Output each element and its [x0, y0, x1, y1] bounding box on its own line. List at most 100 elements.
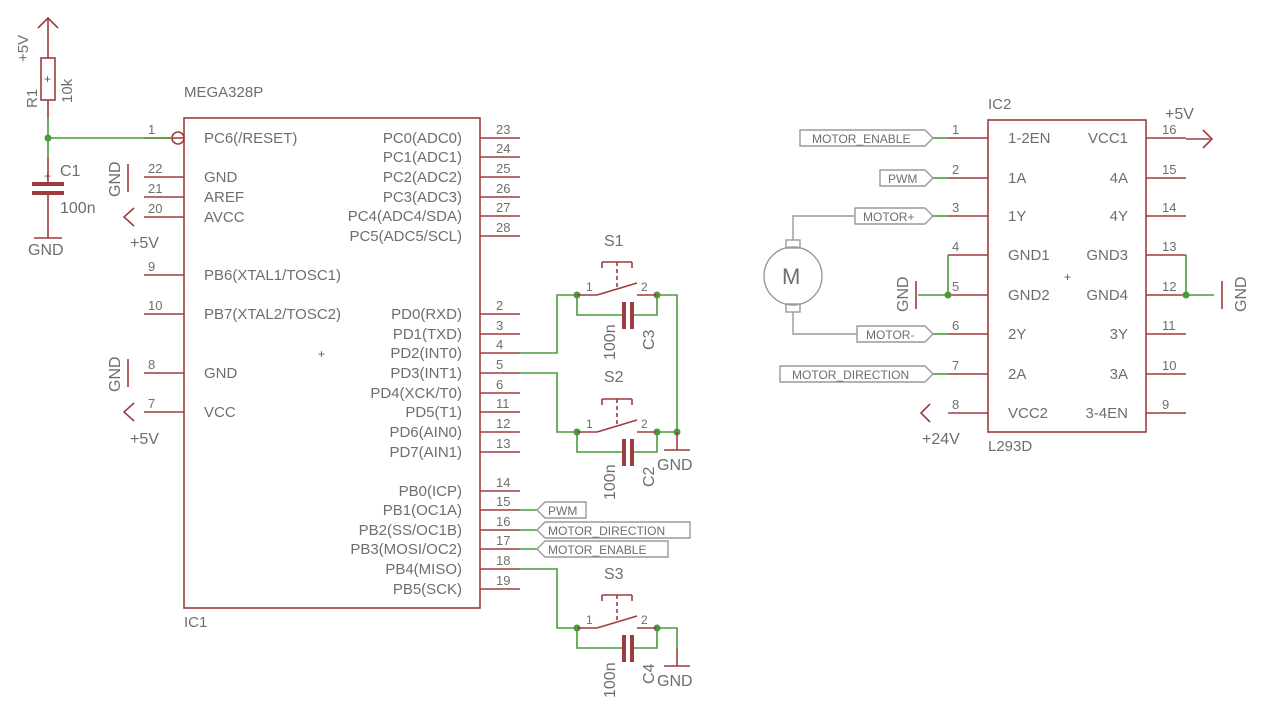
ic1-left-pin-name: PC6(/RESET)	[204, 130, 297, 147]
ic2-left-pin-number: 6	[952, 318, 959, 333]
ic1-right-pin-name: PB3(MOSI/OC2)	[350, 541, 462, 558]
ic1-right-pin-number: 4	[496, 337, 503, 352]
dir-label-ic2	[779, 365, 934, 383]
c2-wire-left	[576, 432, 622, 453]
gnd-label-pin22: GND	[107, 161, 124, 197]
ic1-right-pin-number: 27	[496, 200, 510, 215]
ic1-left-pin-name: AREF	[204, 189, 244, 206]
c4-plate-right	[630, 635, 634, 662]
ic1-right-pins: 23PC0(ADC0)24PC1(ADC1)25PC2(ADC2)26PC3(A…	[348, 122, 520, 598]
ic2-left-pin-name: 1A	[1008, 170, 1026, 187]
s3-wire-miso	[520, 568, 577, 629]
c2-wire-right	[632, 432, 658, 453]
gnd-left-junction	[944, 291, 952, 299]
c3-wire-left	[576, 295, 622, 316]
c1-plate-bottom	[32, 191, 64, 195]
plus24v-arrow	[919, 403, 931, 423]
s1-wire-int0	[520, 294, 577, 354]
motor-label: M	[782, 264, 800, 289]
ic2-left-pin-number: 8	[952, 397, 959, 412]
ic1-right-pin-name: PB1(OC1A)	[383, 502, 462, 519]
pwm-label-ic1-text: PWM	[548, 504, 577, 518]
ic1-left-pin-number: 1	[148, 122, 155, 137]
ic1-right-pin-name: PD3(INT1)	[390, 365, 462, 382]
ic1-left-pin-number: 20	[148, 201, 162, 216]
r1-name: R1	[24, 89, 41, 108]
s1-pin2: 2	[641, 280, 648, 294]
ic1-left-pin-name: AVCC	[204, 209, 245, 226]
ic2-right-pin-number: 13	[1162, 239, 1176, 254]
ic1-left-pin-name: VCC	[204, 404, 236, 421]
ic1-right-pin-name: PC5(ADC5/SCL)	[349, 228, 462, 245]
ic2-origin-marker: +	[1064, 270, 1071, 284]
ic2-right-pin-number: 11	[1162, 318, 1176, 333]
s3-name: S3	[604, 566, 624, 583]
s1-wire-gnd	[657, 294, 678, 432]
ic1-right-pin-name: PC4(ADC4/SDA)	[348, 208, 462, 225]
motor-group: M	[763, 215, 857, 335]
ic2-left-pin-name: 1-2EN	[1008, 130, 1051, 147]
ic2-left-pin-name: VCC2	[1008, 405, 1048, 422]
gnd-right-label: GND	[1233, 276, 1250, 312]
en-label-ic2	[799, 129, 934, 147]
avcc-supply-label: +5V	[130, 235, 159, 252]
ic1-right-pin-number: 23	[496, 122, 510, 137]
reset-network: +5V + R1 10k + C1 100n GND	[15, 16, 172, 259]
motor-body	[763, 246, 823, 306]
ic1-right-pin-number: 12	[496, 416, 510, 431]
ic1-left-pin-name: PB7(XTAL2/TOSC2)	[204, 306, 341, 323]
ic1-value: MEGA328P	[184, 84, 263, 101]
plus5v-arrow-vcc	[122, 402, 135, 422]
c4-wire-left	[576, 628, 622, 649]
ic2-value: L293D	[988, 438, 1032, 455]
ic1-right-pin-name: PB2(SS/OC1B)	[359, 522, 462, 539]
r1-supply-label: +5V	[15, 35, 32, 62]
gnd-left-label: GND	[895, 276, 912, 312]
ic2-l293d: IC2 L293D + 11-2EN21A31Y4GND15GND262Y72A…	[948, 96, 1210, 455]
c3-wire-right	[632, 295, 658, 316]
r1-origin-marker: +	[44, 72, 51, 86]
ic2-left-pin-name: 2A	[1008, 366, 1026, 383]
ic1-power: GND +5V GND +5V	[107, 161, 159, 448]
en-label-ic1	[536, 540, 669, 558]
c1-origin-marker: +	[44, 169, 51, 183]
c3-plate-left	[622, 302, 626, 329]
ic2-left-pin-name: 2Y	[1008, 326, 1026, 343]
switch-s2-group: S2 1 2 100n C2 GND	[520, 369, 693, 500]
ic1-right-pin-number: 14	[496, 475, 510, 490]
pwm-label-ic2-text: PWM	[888, 172, 917, 186]
ic1-right-pin-name: PD1(TXD)	[393, 326, 462, 343]
ic1-right-pin-name: PB5(SCK)	[393, 581, 462, 598]
ic1-net-labels: PWM MOTOR_DIRECTION MOTOR_ENABLE	[520, 501, 691, 558]
plus5v-arrow-ic2	[1202, 129, 1214, 149]
c2-plate-left	[622, 439, 626, 466]
ic2-left-pin-name: GND2	[1008, 287, 1050, 304]
plus5v-arrow-avcc	[122, 207, 135, 227]
ic1-right-pin-number: 13	[496, 436, 510, 451]
s3-pin1: 1	[586, 613, 593, 627]
switch-s1-group: S1 1 2 100n C3	[520, 233, 678, 432]
en-label-ic2-text: MOTOR_ENABLE	[812, 132, 910, 146]
ic1-right-pin-name: PD5(T1)	[405, 404, 462, 421]
ic2-left-pin-number: 2	[952, 162, 959, 177]
ic1-origin-marker: +	[318, 347, 325, 361]
ic2-right-pin-name: 3A	[1110, 366, 1128, 383]
ic2-right-pin-number: 10	[1162, 358, 1176, 373]
s1-pin1: 1	[586, 280, 593, 294]
c2-value: 100n	[602, 464, 619, 500]
ic2-right-pin-number: 9	[1162, 397, 1169, 412]
ic2-right-pin-number: 16	[1162, 122, 1176, 137]
c4-name: C4	[641, 663, 658, 684]
c3-name: C3	[641, 329, 658, 350]
ic2-power: GND GND +5V +24V	[895, 106, 1250, 448]
s2-pin1: 1	[586, 417, 593, 431]
c1-value: 100n	[60, 200, 96, 217]
ic1-body	[183, 117, 481, 609]
c4-wire-right	[632, 628, 658, 649]
ic2-right-pin-name: VCC1	[1088, 130, 1128, 147]
c3-value: 100n	[602, 324, 619, 360]
pwm-label-ic1	[536, 501, 587, 519]
s2-name: S2	[604, 369, 624, 386]
s1-contact	[596, 282, 638, 296]
